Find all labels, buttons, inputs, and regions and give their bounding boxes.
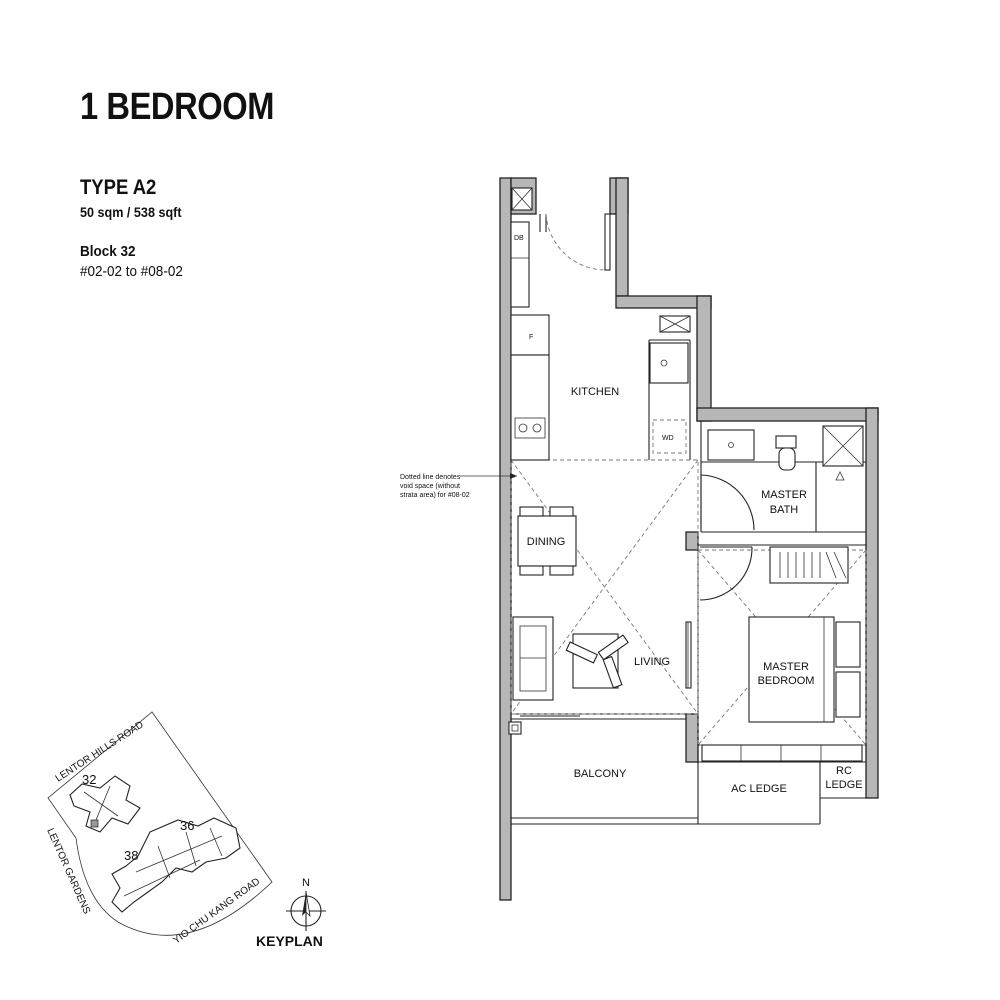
void-note-line3: strata area) for #08-02 (400, 492, 470, 499)
hob (514, 417, 546, 439)
north-label: N (302, 877, 310, 889)
rc-ledge-label-1: RC (836, 765, 852, 777)
master-bath-label-2: BATH (770, 504, 799, 516)
sofa (512, 616, 554, 701)
db-cabinet (510, 221, 530, 308)
master-bedroom-label-2: BEDROOM (758, 675, 815, 687)
living-set (512, 616, 629, 701)
block-36-label: 36 (180, 818, 194, 833)
bedroom-window (701, 744, 863, 762)
void-note-line2: void space (without (400, 483, 460, 490)
north-arrow-icon (286, 891, 326, 931)
room-labels: KITCHEN DINING LIVING MASTER BATH MASTER… (527, 386, 863, 795)
void-note-line1: Dotted line denotes (400, 474, 461, 481)
block-38-label: 38 (124, 848, 138, 863)
bath-vanity (707, 429, 755, 461)
bed (748, 616, 835, 723)
service-shafts (508, 187, 864, 735)
page-title: 1 BEDROOM (80, 86, 275, 128)
bedroom-furniture (701, 546, 863, 762)
block-36-38-outline (111, 817, 241, 913)
bedside-b (835, 671, 861, 718)
fridge-label: F (529, 334, 533, 341)
block-number: Block 32 (80, 243, 136, 260)
keyplan-label: KEYPLAN (256, 933, 323, 949)
rc-ledge-label-2: LEDGE (825, 779, 862, 791)
block-32-label: 32 (82, 772, 96, 787)
doors (520, 213, 755, 720)
unit-area: 50 sqm / 538 sqft (80, 204, 182, 220)
block-32-outline (69, 775, 141, 833)
unit-type: TYPE A2 (80, 176, 157, 199)
site-boundary (47, 711, 273, 936)
db-label: DB (514, 235, 524, 242)
unit-range: #02-02 to #08-02 (80, 263, 183, 280)
bath-fixtures (707, 429, 845, 481)
washer-dryer (652, 419, 687, 454)
toilet-bowl (778, 447, 796, 471)
master-bedroom-label-1: MASTER (763, 661, 809, 673)
ac-ledge-label: AC LEDGE (731, 783, 787, 795)
kitchen-counter (510, 354, 550, 461)
toilet-tank (775, 435, 797, 449)
armchair-b (602, 655, 623, 689)
fridge (510, 314, 550, 356)
living-label: LIVING (634, 656, 670, 668)
kitchen-fixtures: DB F WD (510, 221, 689, 461)
dining-table (517, 515, 577, 567)
dining-label: DINING (527, 536, 566, 548)
keyplan: 32 36 38 LENTOR HILLS ROAD LENTOR GARDEN… (44, 711, 326, 949)
sink (649, 342, 689, 384)
road-lentor-hills: LENTOR HILLS ROAD (54, 719, 146, 784)
road-lentor-gardens: LENTOR GARDENS (44, 827, 92, 916)
balcony-label: BALCONY (574, 768, 627, 780)
void-note: Dotted line denotes void space (without … (400, 473, 517, 499)
master-bath-label-1: MASTER (761, 489, 807, 501)
wardrobe (769, 546, 849, 584)
road-yio-chu-kang: YIO CHU KANG ROAD (171, 876, 262, 946)
armchair-c (597, 634, 629, 661)
armchair-a (565, 641, 599, 664)
bedside-a (835, 621, 861, 668)
kitchen-label: KITCHEN (571, 386, 619, 398)
shower-mark (835, 471, 845, 481)
washer-label: WD (662, 435, 674, 442)
dining-set (517, 506, 577, 576)
